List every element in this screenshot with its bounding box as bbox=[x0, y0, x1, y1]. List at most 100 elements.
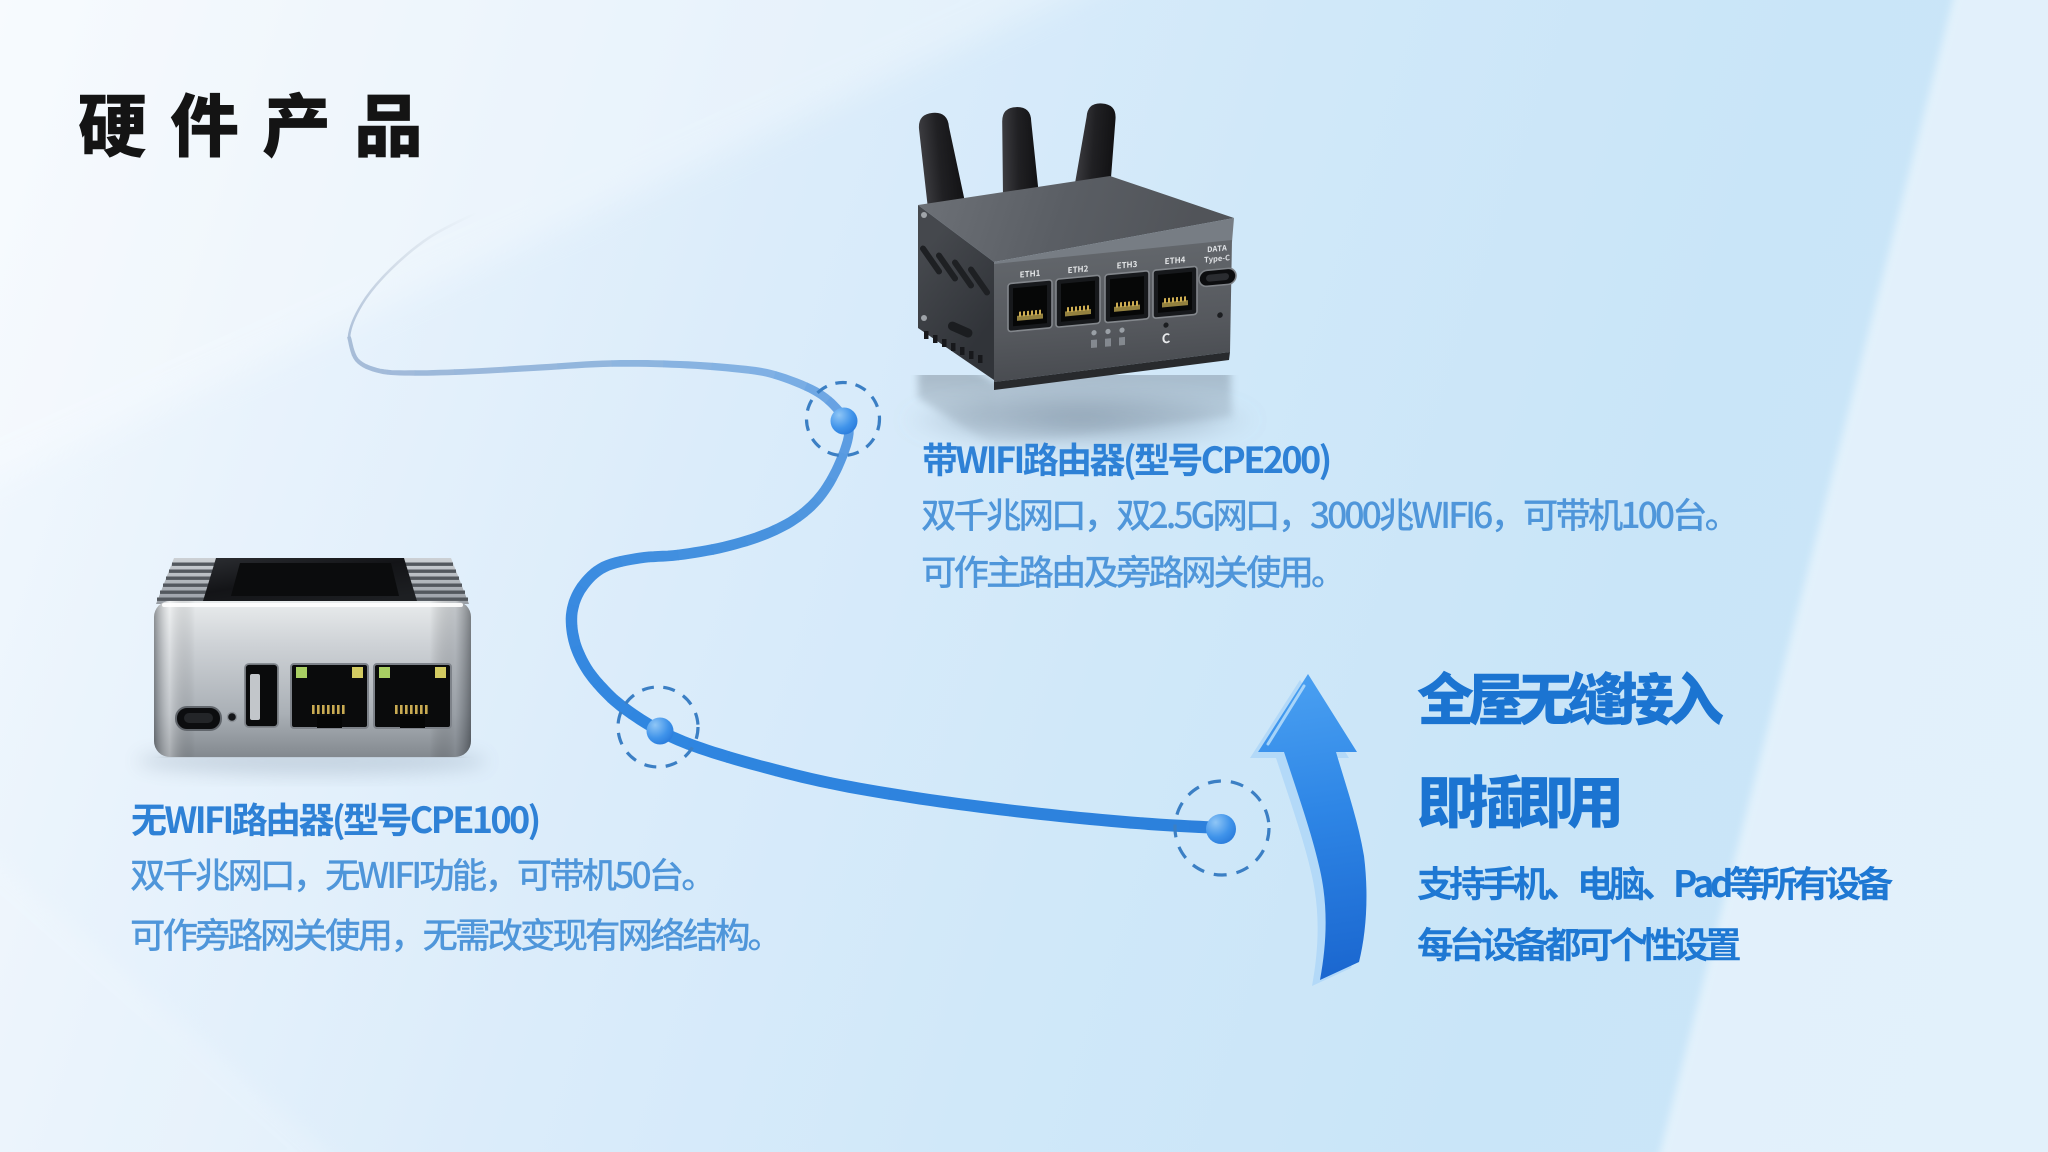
router-bottom-vents-part-7 bbox=[978, 355, 983, 363]
cpe200-model-heading: 带WIFI路由器(型号CPE200) bbox=[922, 432, 1332, 484]
ethernet-port bbox=[1152, 265, 1198, 319]
cpe100-eth-port-2-part-5 bbox=[400, 716, 425, 728]
ethernet-port-part-12-part-2 bbox=[1120, 302, 1122, 308]
router-top-face bbox=[918, 176, 1234, 262]
cpe100-eth-port-2-part-4-part-4 bbox=[410, 705, 413, 714]
ethernet-port bbox=[1007, 279, 1053, 333]
ethernet-port-part-8-part-1 bbox=[1067, 307, 1069, 313]
ethernet-port-part-12-part-3 bbox=[1124, 301, 1126, 307]
router-top-front-bevel bbox=[994, 218, 1234, 266]
connector-curve-ribbon-part-40 bbox=[774, 764, 832, 789]
ethernet-port bbox=[1104, 270, 1150, 324]
cpe100-eth-port-2-part-2 bbox=[379, 667, 390, 678]
ethernet-port-part-12-part-5 bbox=[1132, 301, 1134, 307]
cpe200-device-image: ETH1 ETH2 ETH3 ETH4 bbox=[900, 103, 1260, 450]
cpe100-spec-line-1: 双千兆网口，无WIFI功能，可带机50台。 bbox=[130, 848, 717, 899]
feature-headline-1: 全屋无缝接入 bbox=[1417, 655, 1724, 737]
cpe200-led-indicators-part-7 bbox=[1163, 322, 1169, 328]
ethernet-port-part-16-part-4 bbox=[1176, 296, 1178, 303]
ethernet-port-part-8-part-5 bbox=[1083, 305, 1085, 311]
ethernet-port-part-4 bbox=[1019, 309, 1041, 317]
router-bottom-vents-part-2 bbox=[933, 335, 938, 343]
cpe100-eth-port-1-part-4-part-4 bbox=[327, 705, 330, 714]
antenna-left-icon-part-1 bbox=[918, 112, 966, 210]
connector-curve-ribbon-part-25 bbox=[648, 549, 679, 563]
cpe100-eth-port-2-part-4-part-5 bbox=[415, 705, 418, 714]
ethernet-port-part-8-part-2 bbox=[1071, 306, 1073, 312]
ethernet-port-part-12-part-1 bbox=[1116, 302, 1118, 308]
cpe200-led-indicators-part-4 bbox=[1091, 339, 1097, 349]
ethernet-port-part-4-part-1 bbox=[1019, 311, 1021, 317]
connector-curve-ribbon-part-21 bbox=[772, 512, 802, 535]
ethernet-port-part-8-part-4 bbox=[1079, 305, 1081, 312]
eth-port-1-label: ETH1 bbox=[1020, 268, 1041, 281]
connector-curve-ribbon-part-4 bbox=[386, 369, 416, 376]
cpe100-eth-port-2-part-4 bbox=[395, 705, 428, 714]
cpe200-spec-line-2: 可作主路由及旁路网关使用。 bbox=[921, 545, 1347, 596]
router-side-vents-part-3 bbox=[951, 259, 975, 289]
cpe200-led-indicators-part-1 bbox=[1091, 330, 1097, 336]
cpe100-usba-port bbox=[244, 663, 279, 728]
cpe100-eth-port-1-part-5 bbox=[317, 716, 342, 728]
cpe100-usba-port-part-2 bbox=[250, 674, 260, 720]
ethernet-port-part-16-part-2 bbox=[1168, 297, 1170, 303]
eth-port-3-label: ETH3 bbox=[1117, 259, 1138, 272]
curve-node-2 bbox=[616, 685, 700, 769]
eth-port-labels: ETH1 ETH2 ETH3 ETH4 bbox=[1020, 254, 1186, 280]
cpe100-eth-port-1-part-4-part-3 bbox=[322, 705, 325, 714]
background-band-bottom-left bbox=[0, 862, 328, 1152]
router-bottom-vents-part-6 bbox=[969, 351, 974, 359]
connector-curve-ribbon-part-20 bbox=[794, 497, 821, 522]
router-bottom-vents-part-3 bbox=[942, 339, 947, 347]
cpe100-reflection-part-1 bbox=[154, 756, 471, 823]
cpe100-usbc-port-part-2 bbox=[184, 713, 213, 723]
cpe100-eth-port-1-part-4 bbox=[312, 705, 345, 714]
curve-node-3 bbox=[1173, 779, 1271, 877]
connector-curve-ribbon-part-39 bbox=[726, 751, 779, 777]
cpe200-logo-mark: C bbox=[1162, 328, 1171, 348]
node-1-dashed-ring bbox=[804, 380, 882, 458]
router-bottom-vents bbox=[924, 331, 983, 363]
cpe100-eth-port-2-part-4-part-3 bbox=[405, 705, 408, 714]
antenna-middle-icon bbox=[1002, 107, 1039, 197]
ethernet-port-part-12 bbox=[1116, 300, 1138, 308]
cpe100-model-heading: 无WIFI路由器(型号CPE100) bbox=[131, 792, 541, 844]
router-bottom-vents-part-5 bbox=[960, 347, 965, 355]
connector-curve-ribbon-part-30 bbox=[565, 603, 579, 627]
cpe100-eth-port-2-part-4-part-2 bbox=[400, 705, 403, 714]
connector-curve-ribbon-part-12 bbox=[749, 366, 777, 379]
cpe100-eth-port-1-part-4-part-5 bbox=[332, 705, 335, 714]
connector-curve-ribbon-part-10 bbox=[663, 360, 713, 371]
cpe200-led-indicators-part-8 bbox=[1217, 312, 1223, 318]
connector-curve-ribbon-part-44 bbox=[1008, 804, 1071, 823]
ethernet-port bbox=[1055, 274, 1101, 328]
cpe200-led-indicators-part-3 bbox=[1119, 327, 1125, 333]
cpe100-eth-port-1-part-2 bbox=[296, 667, 307, 678]
node-3-dashed-ring bbox=[1173, 779, 1271, 877]
router-bottom-vents-part-4 bbox=[951, 343, 956, 351]
ethernet-port-part-12-part-6 bbox=[1136, 300, 1138, 306]
antenna-middle-icon-part-1 bbox=[1002, 107, 1039, 197]
connector-curve-ribbon-part-9 bbox=[611, 359, 665, 368]
ethernet-port-part-16 bbox=[1164, 296, 1186, 304]
connector-curve-ribbon-part-31 bbox=[566, 625, 582, 649]
feature-detail-1: 支持手机、电脑、Pad等所有设备 bbox=[1417, 855, 1893, 908]
cpe100-eth-port-1-part-4-part-2 bbox=[317, 705, 320, 714]
background-band-top-left bbox=[0, 0, 1062, 482]
connector-curve-ribbon-part-46 bbox=[1129, 816, 1191, 833]
cpe100-reflection-part-2 bbox=[203, 822, 417, 841]
router-side-screw-bottom bbox=[921, 315, 927, 321]
ethernet-port-part-4-part-3 bbox=[1027, 310, 1029, 316]
ethernet-port-part-16-part-1 bbox=[1164, 298, 1166, 304]
cpe200-typec-port: DATA Type-C bbox=[1198, 242, 1237, 288]
router-bottom-edge bbox=[994, 352, 1230, 390]
cpe200-led-indicators-part-2 bbox=[1105, 328, 1111, 335]
cpe100-eth-port-1-part-4-part-6 bbox=[337, 705, 340, 714]
cpe100-eth-port-2-part-4-part-7 bbox=[425, 705, 428, 714]
connector-curve-ribbon-part-11 bbox=[711, 362, 752, 374]
router-side-vents-part-2 bbox=[935, 252, 959, 282]
connector-curve-ribbon-part-19 bbox=[812, 475, 837, 505]
connector-curve-ribbon-part-8 bbox=[557, 360, 613, 370]
eth-port-4-label: ETH4 bbox=[1165, 254, 1186, 267]
connector-curve-ribbon-part-2 bbox=[351, 353, 369, 369]
